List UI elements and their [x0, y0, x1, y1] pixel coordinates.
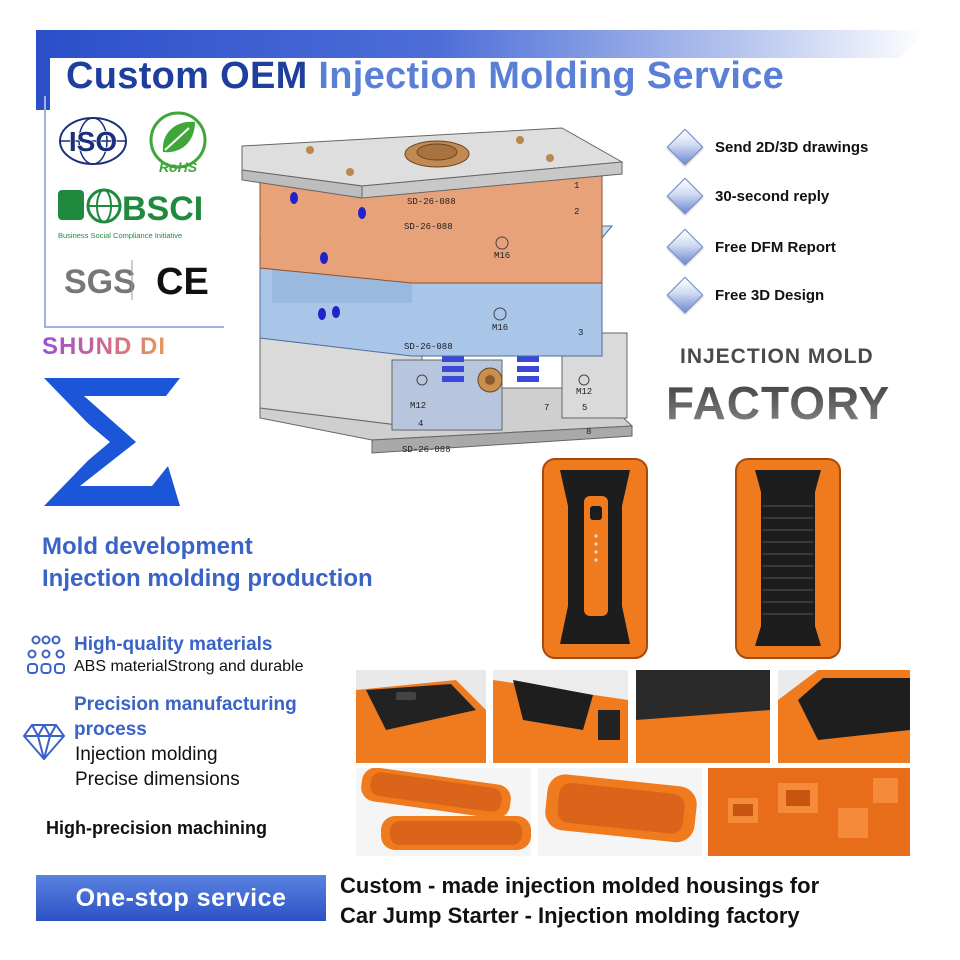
rohs-text: RoHS [159, 159, 198, 175]
mold-num-7: 7 [544, 403, 549, 413]
mold-label-m12-b: M12 [576, 387, 592, 397]
ce-text: CE [156, 261, 209, 302]
sgs-text: SGS [64, 263, 136, 301]
feature-quick-reply: 30-second reply [666, 177, 830, 215]
bsci-text: BSCI [122, 190, 203, 228]
detail-photo-3 [636, 670, 770, 763]
precision-title-line1: Precision manufacturing [74, 694, 297, 715]
materials-title: High-quality materials [74, 634, 273, 655]
detail-photo-1 [356, 670, 486, 763]
feature-label: Send 2D/3D drawings [715, 138, 869, 156]
brand-name: SHUND DI [42, 333, 167, 360]
detail-photo-2 [493, 670, 628, 763]
diamond-icon [666, 228, 704, 266]
mold-num-4: 4 [418, 419, 423, 429]
diamond-gem-icon [23, 724, 65, 760]
diamond-icon [666, 177, 704, 215]
product-caption: Custom - made injection molded housings … [340, 871, 819, 931]
precision-text-line1: Injection molding [75, 744, 218, 765]
mold-num-3: 3 [578, 328, 583, 338]
feature-send-drawings: Send 2D/3D drawings [666, 128, 869, 166]
mold-num-2: 2 [574, 207, 579, 217]
certification-frame [44, 96, 224, 328]
factory-title: FACTORY [666, 377, 891, 429]
detail-photo-housing-halves [356, 768, 531, 856]
mold-label-blue: SD-26-088 [404, 342, 453, 352]
mold-label-m16-b: M16 [492, 323, 508, 333]
iso-logo: ISO [59, 117, 127, 165]
precision-title: Precision manufacturing process [74, 692, 297, 742]
mold-label-top: SD-26-088 [407, 197, 456, 207]
feature-3d-design: Free 3D Design [666, 276, 825, 314]
materials-text: ABS materialStrong and durable [74, 658, 304, 675]
detail-photo-4 [778, 670, 910, 763]
mold-label-orange: SD-26-088 [404, 222, 453, 232]
bsci-logo: BSCI Business Social Compliance Initiati… [58, 188, 203, 240]
factory-subtitle: INJECTION MOLD [680, 345, 874, 368]
precision-text: Injection molding Precise dimensions [75, 742, 240, 792]
detail-photo-inner-structure [708, 768, 910, 856]
feature-label: 30-second reply [715, 187, 830, 205]
header-banner-bar [36, 30, 926, 58]
mold-label-m16-a: M16 [494, 251, 510, 261]
injection-mold-illustration: SD-26-088 SD-26-088 SD-26-088 SD-26-088 … [241, 127, 634, 455]
sgs-ce-logos: SGS CE [64, 260, 209, 302]
diamond-icon [666, 276, 704, 314]
feature-label: Free DFM Report [715, 238, 836, 256]
precision-text-line2: Precise dimensions [75, 769, 240, 790]
high-precision-machining: High-precision machining [46, 818, 268, 838]
one-stop-service-banner: One-stop service [36, 875, 326, 921]
mold-num-5: 5 [582, 403, 587, 413]
people-group-icon [27, 635, 65, 674]
rohs-logo: RoHS [149, 111, 207, 175]
mold-label-m12-a: M12 [410, 401, 426, 411]
mold-label-base: SD-26-088 [402, 445, 451, 455]
page-title: Custom OEM Injection Molding Service [66, 55, 784, 98]
caption-line2: Car Jump Starter - Injection molding fac… [340, 903, 800, 928]
service-mold-development: Mold development [42, 533, 253, 560]
brand-logo-icon [44, 378, 180, 506]
title-part-1: Custom OEM [66, 55, 308, 97]
header-left-frame [36, 30, 50, 110]
caption-line1: Custom - made injection molded housings … [340, 873, 820, 898]
product-back-image [735, 458, 841, 659]
feature-dfm-report: Free DFM Report [666, 228, 836, 266]
bsci-subtitle: Business Social Compliance Initiative [58, 231, 182, 240]
diamond-icon [666, 128, 704, 166]
feature-label: Free 3D Design [715, 286, 825, 304]
precision-title-line2: process [74, 719, 147, 740]
services-list: Mold development Injection molding produ… [42, 531, 373, 595]
service-injection-production: Injection molding production [42, 565, 373, 592]
detail-photo-housing-single [538, 768, 702, 856]
iso-text: ISO [69, 126, 117, 157]
mold-num-8: 8 [586, 427, 591, 437]
product-front-image [542, 458, 648, 659]
title-part-2: Injection Molding Service [318, 55, 785, 97]
mold-num-1: 1 [574, 181, 579, 191]
